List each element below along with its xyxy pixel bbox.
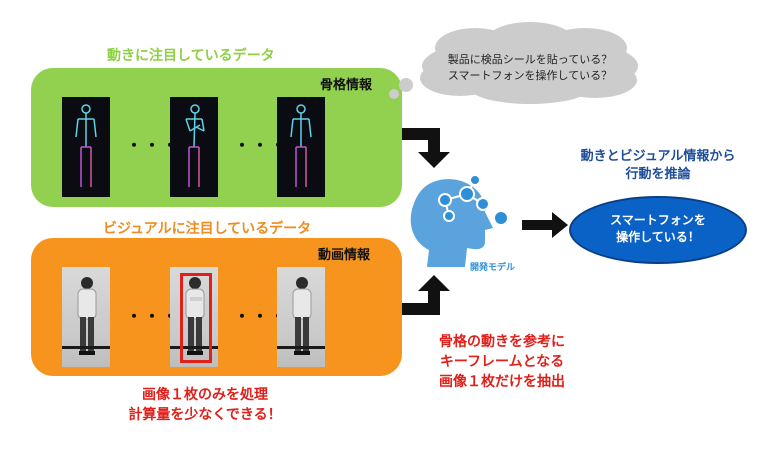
result-text-line-2: 操作している！ [616,230,700,244]
skeleton-figure-icon [75,104,97,187]
person-photo-icon [292,277,312,355]
arrow-right-icon [522,212,568,238]
video-separator-1: ・・・ [126,307,181,326]
floor-line [277,346,325,349]
model-label: 開発モデル [470,263,516,273]
skeleton-figure-icon [290,104,312,187]
arrow-up-left-icon [402,275,450,315]
keyframe-note-line-3: 画像１枚だけを抽出 [439,374,565,390]
skeleton-frame-1 [62,97,110,197]
keyframe-note-line-1: 骨格の動きを参考に [439,334,565,350]
keyframe-highlight-box [180,273,212,363]
result-ellipse: スマートフォンを 操作している！ [569,196,747,264]
result-text-line-1: スマートフォンを [610,213,706,227]
thought-cloud-icon [389,22,638,104]
floor-line [170,346,218,349]
arrow-down-right-icon [402,128,450,168]
skeleton-section-title: 動きに注目しているデータ [107,48,275,64]
skeleton-separator-2: ・・・ [234,136,289,155]
thought-text-line-2: スマートフォンを操作している？ [447,69,613,82]
process-note-line-1: 画像１枚のみを処理 [142,387,268,403]
skeleton-separator-1: ・・・ [126,136,181,155]
process-note-line-2: 計算量を少なくできる！ [128,407,282,423]
floor-line [62,346,110,349]
inference-text-line-2: 行動を推論 [625,167,691,182]
visual-section-title: ビジュアルに注目しているデータ [103,221,312,237]
video-frame-1 [62,267,110,367]
skeleton-figure-icon [185,104,205,187]
keyframe-note-line-2: キーフレームとなる [439,354,565,370]
person-photo-icon [77,277,97,355]
video-frame-3 [277,267,325,367]
video-info-label: 動画情報 [318,248,371,263]
skeleton-frame-3 [277,97,325,197]
skeleton-info-label: 骨格情報 [320,78,373,93]
inference-text-line-1: 動きとビジュアル情報から [580,149,736,164]
thought-text-line-1: 製品に検品シールを貼っている？ [447,53,613,66]
video-separator-2: ・・・ [234,307,289,326]
ai-model-head-icon [410,174,509,267]
skeleton-frame-2 [170,97,218,197]
person-photo-icon [185,277,205,355]
